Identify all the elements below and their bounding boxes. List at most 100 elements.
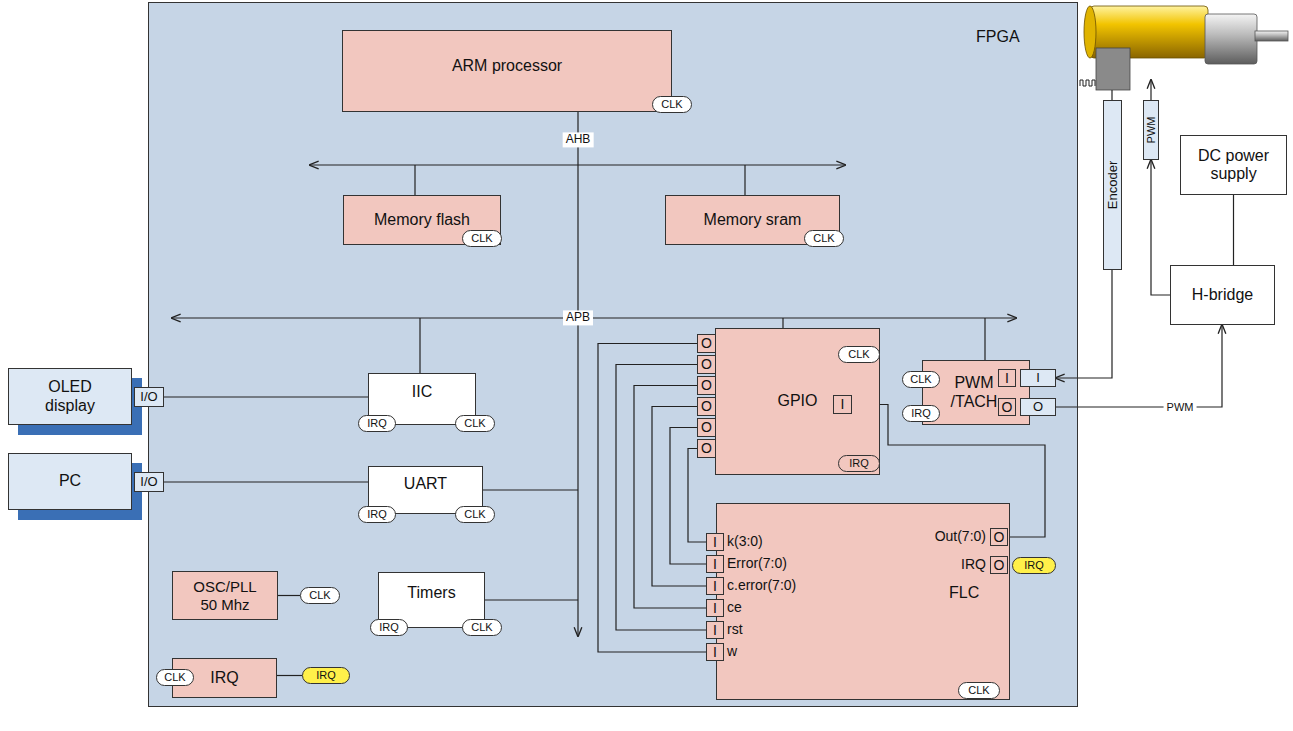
clock-tag: CLK bbox=[462, 230, 502, 247]
node-text: ARM processor bbox=[452, 57, 562, 75]
port-pin: I bbox=[833, 395, 852, 414]
node-text: I bbox=[713, 622, 717, 638]
port-pin: O bbox=[697, 397, 716, 416]
signal-name: ce bbox=[727, 600, 742, 615]
node-text: CLK bbox=[910, 373, 931, 386]
peripheral-box: IICIRQCLK bbox=[368, 373, 476, 425]
port-pin: I bbox=[706, 533, 724, 551]
node-text: I bbox=[713, 534, 717, 550]
signal-name: k(3:0) bbox=[727, 534, 763, 549]
node-text: O bbox=[1002, 399, 1013, 415]
clock-tag: CLK bbox=[455, 415, 495, 432]
clock-tag: IRQ bbox=[370, 619, 408, 636]
clock-tag: CLK bbox=[462, 619, 502, 636]
node-text: O bbox=[701, 356, 712, 372]
node-text: I bbox=[841, 396, 845, 412]
node-text: IIC bbox=[412, 383, 432, 401]
port-pin: I bbox=[706, 555, 724, 573]
connector bbox=[164, 396, 368, 397]
bus-name: APB bbox=[563, 310, 593, 325]
connector bbox=[688, 449, 706, 543]
module-box: IRQCLK bbox=[172, 658, 277, 698]
motor-illustration bbox=[1080, 6, 1288, 100]
port-pin: O bbox=[697, 376, 716, 395]
fpga-fill bbox=[148, 2, 1078, 707]
node-text: Timers bbox=[407, 584, 455, 602]
port-pin: O bbox=[697, 334, 716, 353]
node-text: CLK bbox=[813, 232, 834, 245]
node-text: O bbox=[701, 335, 712, 351]
external-device: PC bbox=[8, 453, 132, 510]
signal-box: Encoder bbox=[1103, 100, 1122, 270]
io-pin: I bbox=[1020, 369, 1056, 387]
node-text: CLK bbox=[661, 98, 682, 111]
connector bbox=[278, 595, 300, 596]
connector bbox=[164, 481, 368, 482]
interrupt-tag: IRQ bbox=[302, 667, 350, 684]
node-text: IRQ bbox=[1024, 559, 1044, 572]
node-text: IRQ bbox=[379, 621, 399, 634]
node-text: IRQ bbox=[911, 407, 931, 420]
module-box: OSC/PLL 50 Mhz bbox=[172, 571, 278, 620]
port-pin: O bbox=[998, 398, 1016, 416]
node-text: CLK bbox=[471, 232, 492, 245]
node-text: Memory flash bbox=[374, 211, 470, 229]
node-text: O bbox=[701, 419, 712, 435]
node-text: O bbox=[701, 440, 712, 456]
signal-name: Error(7:0) bbox=[727, 556, 787, 571]
node-text: CLK bbox=[848, 348, 869, 361]
module-box: GPIOOOOOOOICLKIRQ bbox=[715, 328, 880, 475]
peripheral-box: DC power supply bbox=[1180, 135, 1287, 195]
clock-tag: CLK bbox=[804, 230, 844, 247]
node-text: O bbox=[701, 377, 712, 393]
clock-tag: CLK bbox=[958, 682, 1000, 699]
signal-name: Out(7:0) bbox=[935, 529, 986, 544]
node-text: DC power supply bbox=[1181, 147, 1286, 184]
node-text: CLK bbox=[968, 684, 989, 697]
node-text: O bbox=[994, 557, 1005, 573]
node-text: GPIO bbox=[777, 392, 817, 410]
node-text: O bbox=[701, 398, 712, 414]
node-text: IRQ bbox=[316, 669, 336, 682]
connector bbox=[616, 365, 706, 631]
clock-tag: CLK bbox=[652, 96, 692, 113]
bus-name: AHB bbox=[563, 132, 594, 147]
module-box: PWM /TACHCLKIRQIO bbox=[922, 360, 1030, 425]
node-text: CLK bbox=[164, 671, 185, 684]
connector bbox=[1233, 195, 1234, 265]
node-text: O bbox=[994, 529, 1005, 545]
module-box: ARM processorCLK bbox=[342, 30, 672, 112]
io-pin: O bbox=[1020, 398, 1056, 416]
connector bbox=[277, 675, 302, 676]
port-pin: O bbox=[697, 439, 716, 458]
node-text: OLED display bbox=[35, 378, 105, 415]
port-pin: I bbox=[706, 643, 724, 661]
node-text: CLK bbox=[309, 589, 330, 602]
clock-tag: IRQ bbox=[902, 405, 940, 422]
node-text: IRQ bbox=[210, 669, 238, 687]
connector bbox=[1056, 325, 1222, 407]
port-pin: I bbox=[706, 599, 724, 617]
node-text: I/O bbox=[140, 390, 157, 405]
interrupt-tag: IRQ bbox=[1012, 557, 1056, 574]
module-box: Memory flashCLK bbox=[343, 195, 501, 245]
port-pin: O bbox=[697, 418, 716, 437]
node-text: O bbox=[1033, 400, 1043, 415]
node-text: CLK bbox=[471, 621, 492, 634]
external-device: OLED display bbox=[8, 368, 132, 425]
clock-tag: CLK bbox=[902, 371, 940, 388]
clock-tag: CLK bbox=[300, 587, 340, 604]
clock-tag: IRQ bbox=[358, 415, 396, 432]
clock-tag: IRQ bbox=[358, 506, 396, 523]
node-text: PWM bbox=[1145, 117, 1158, 144]
port-pin: I bbox=[706, 621, 724, 639]
node-text: IRQ bbox=[367, 508, 387, 521]
node-text: FLC bbox=[949, 584, 979, 602]
peripheral-box: H-bridge bbox=[1170, 265, 1275, 325]
node-text: Memory sram bbox=[704, 211, 802, 229]
node-text: I bbox=[713, 556, 717, 572]
node-text: I bbox=[713, 600, 717, 616]
node-text: I/O bbox=[140, 475, 157, 490]
port-pin: O bbox=[990, 556, 1008, 574]
connector bbox=[1151, 160, 1170, 295]
